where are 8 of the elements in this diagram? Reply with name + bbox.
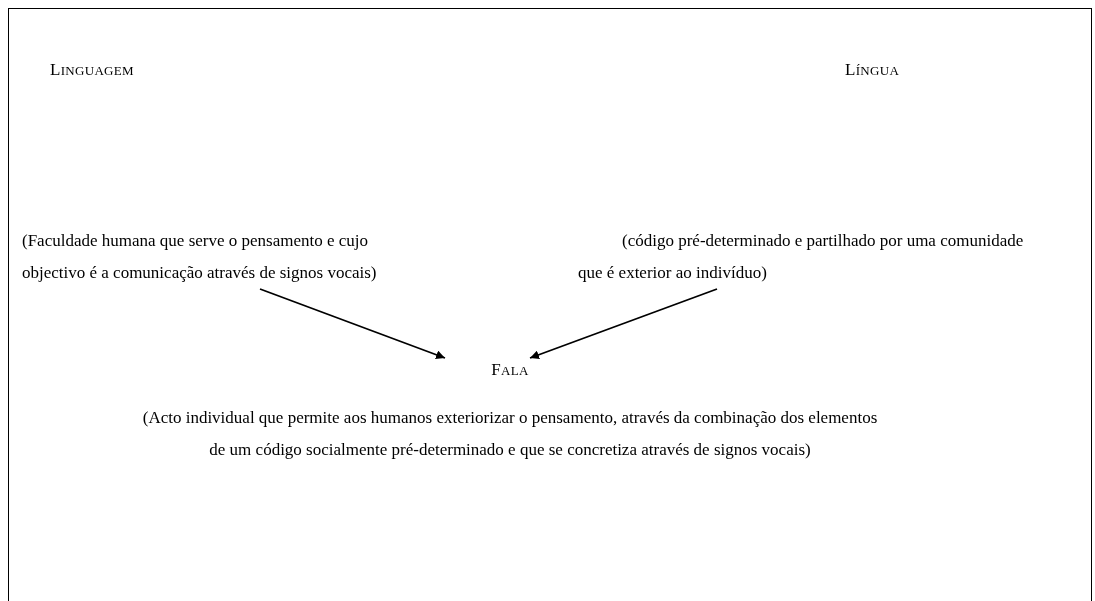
concept-title: LINGUAGEM <box>50 59 134 81</box>
concept-definition: (Faculdade humana que serve o pensamento e cujo objectivo é a comunicação através de signos vocais) <box>22 230 378 284</box>
concept-definition: (código pré-determinado e partilhado por uma comunidade que é exterior ao indivíduo) <box>578 230 1025 284</box>
concept-definition: (Acto individual que permite aos humanos exteriorizar o pensamento, através da combinação dos elementos de um código socialmente pré-determinado e que se concretiza através de signos vocais) <box>141 407 879 461</box>
arrow <box>259 288 446 360</box>
concept-title: FALA <box>491 359 529 381</box>
concept-title: LÍNGUA <box>845 59 900 81</box>
arrow <box>529 288 718 360</box>
